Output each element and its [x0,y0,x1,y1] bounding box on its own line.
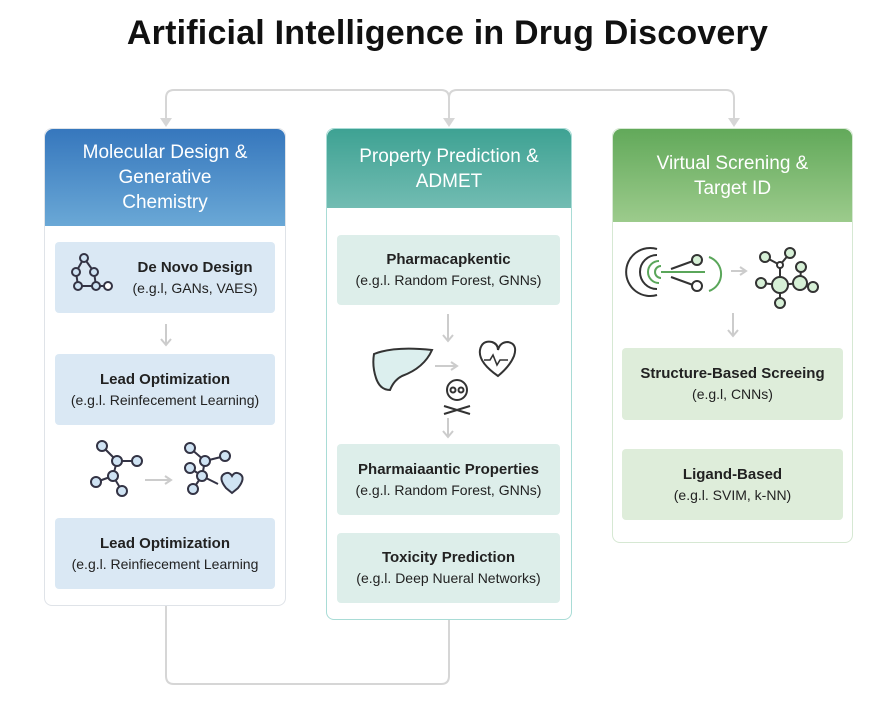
molecule-optimization-icon [90,440,244,497]
card-title: Pharmacapkentic [386,251,511,268]
heart-icon [478,340,517,378]
skull-icon [443,379,471,415]
card-subtitle: (e.g.l. Random Forest, GNNs) [355,481,542,498]
card-toxicity-prediction: Toxicity Prediction (e.g.l. Deep Nueral … [337,533,560,603]
column-header: Virtual Screning & Target ID [613,129,852,222]
card-lead-optimization-2: Lead Optimization (e.g.l. Reinfiecement … [55,518,275,589]
card-subtitle: (e.g.l. SVIM, k-NN) [673,486,792,503]
card-title: Lead Optimization [99,370,230,388]
card-subtitle: (e.g.l. Reinfiecement Learning [71,555,259,572]
card-pharmacokinetic: Pharmacapkentic (e.g.l. Random Forest, G… [337,235,560,305]
connector-bottom [165,606,450,685]
card-subtitle: (e.g.l, GANs, VAES) [132,279,258,296]
card-title: Toxicity Prediction [381,549,516,566]
card-de-novo-design: De Novo Design (e.g.l, GANs, VAES) [55,242,275,313]
arrow-down-icon [160,324,172,347]
target-scan-icon [625,247,723,297]
arrow-down-icon [442,314,454,343]
page-title: Artificial Intelligence in Drug Discover… [126,14,769,52]
card-title: Pharmaiaantic Properties [358,460,539,478]
connector-top-left [165,89,450,122]
arrow-down-icon [727,313,739,338]
molecule-icon [755,247,819,309]
liver-icon [372,347,434,392]
card-title: Lead Optimization [99,534,230,552]
card-subtitle: (e.g.l. Random Forest, GNNs) [355,272,542,288]
column-header: Molecular Design & Generative Chemistry [45,129,285,226]
card-structure-based-screening: Structure-Based Screeing (e.g.l, CNNs) [622,348,843,420]
arrow-down-icon [442,418,454,439]
card-lead-optimization: Lead Optimization (e.g.l. Reinfecement L… [55,354,275,425]
molecule-icon [71,253,113,291]
arrow-right-icon [731,266,748,276]
card-ligand-based: Ligand-Based (e.g.l. SVIM, k-NN) [622,449,843,520]
card-subtitle: (e.g.l, CNNs) [692,386,773,402]
card-title: Structure-Based Screeing [640,365,825,382]
arrow-right-icon [435,361,459,371]
card-subtitle: (e.g.l. Deep Nueral Networks) [356,570,541,586]
card-title: Ligand-Based [682,465,783,483]
column-header: Property Prediction & ADMET [327,129,571,208]
screening-icons [625,247,819,338]
card-pharmaceutical-properties: Pharmaiaantic Properties (e.g.l. Random … [337,444,560,515]
connector-top-right [448,89,735,122]
admet-icons [372,314,517,439]
card-title: De Novo Design [137,258,253,276]
card-subtitle: (e.g.l. Reinfecement Learning) [70,391,260,408]
